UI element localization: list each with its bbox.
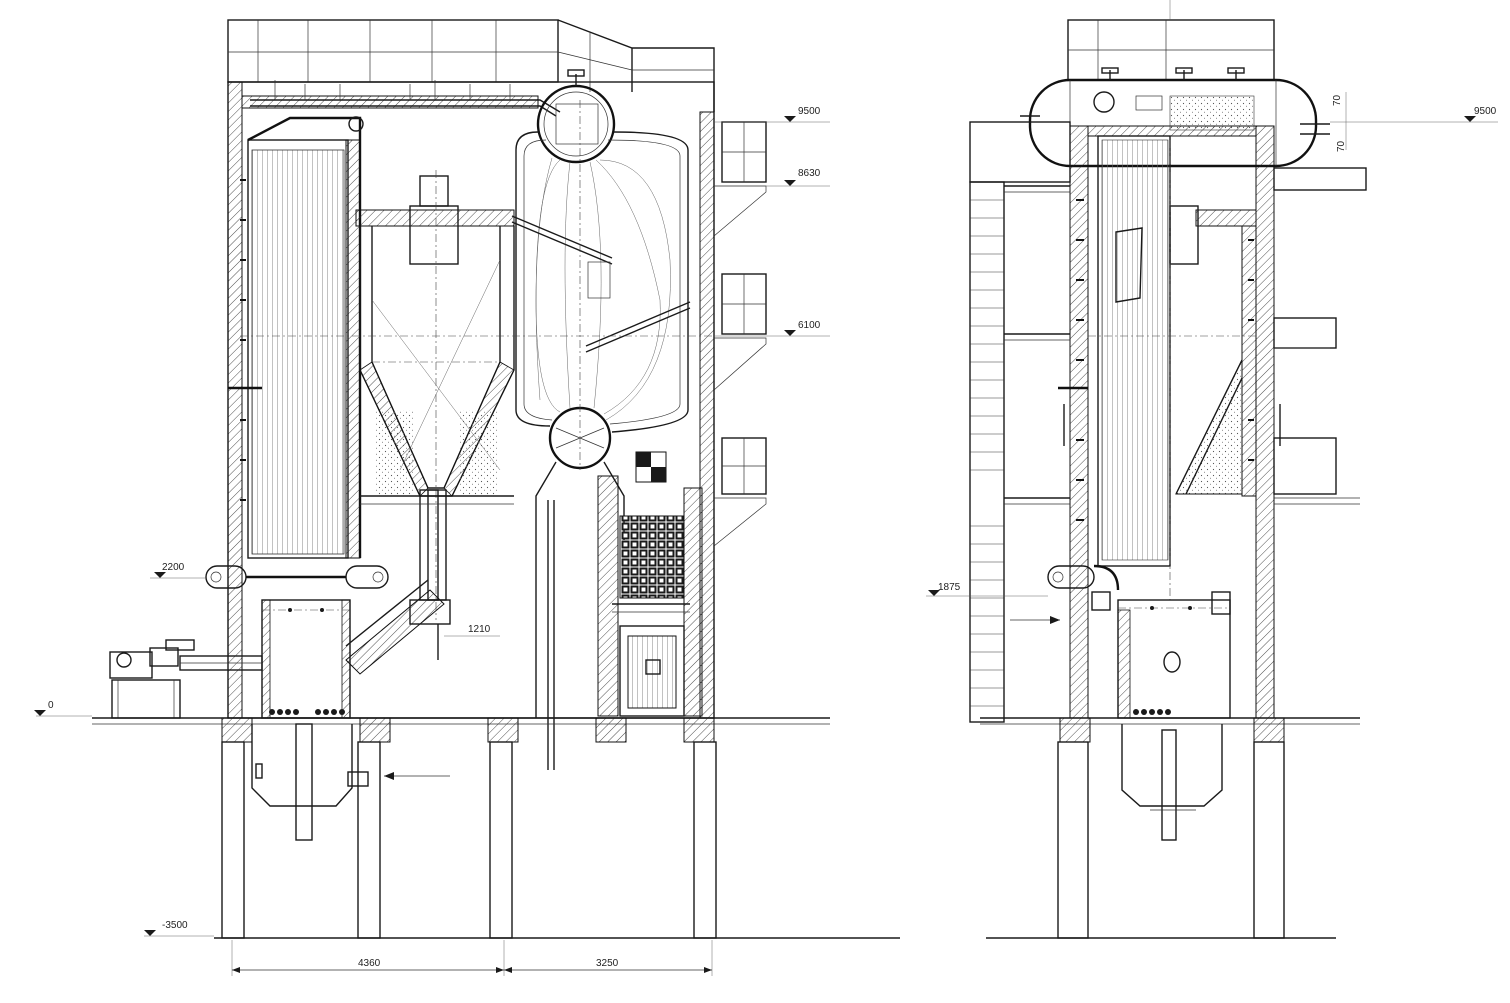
elevation-label: 6100 bbox=[798, 320, 821, 331]
drum-and-convection-bank bbox=[240, 69, 714, 770]
checker-marker bbox=[635, 451, 667, 483]
local-dimension-label: 1210 bbox=[468, 624, 491, 635]
right-furnace-column bbox=[1058, 95, 1281, 719]
dimension-label: 3250 bbox=[596, 958, 619, 969]
left-elevation-view: 9500 8630 6100 2200 0 -3500 1210 bbox=[34, 19, 900, 976]
elevation-label: 9500 bbox=[1474, 106, 1497, 117]
cyclone-separator bbox=[355, 170, 515, 620]
elevation-label: 1875 bbox=[938, 582, 961, 593]
right-elevation-marks: 9500 1875 70 70 bbox=[926, 92, 1498, 597]
right-wall-studs bbox=[1076, 199, 1254, 521]
elevation-label: 0 bbox=[48, 700, 54, 711]
right-foundations bbox=[980, 717, 1360, 939]
left-elevation-marks: 9500 8630 6100 2200 0 -3500 1210 bbox=[34, 106, 830, 937]
small-dimension-label: 70 bbox=[1332, 94, 1343, 106]
bed-nozzles bbox=[269, 709, 345, 715]
left-furnace-casing bbox=[227, 80, 715, 719]
left-bed-and-feeder bbox=[109, 565, 451, 719]
right-stair-and-platforms bbox=[969, 121, 1367, 723]
economizer-column bbox=[597, 475, 703, 717]
elevation-label: 9500 bbox=[798, 106, 821, 117]
dimension-label: 4360 bbox=[358, 958, 381, 969]
elevation-label: -3500 bbox=[162, 920, 188, 931]
elevation-label: 8630 bbox=[798, 168, 821, 179]
elevation-label: 2200 bbox=[162, 562, 185, 573]
small-dimension-label: 70 bbox=[1336, 140, 1347, 152]
left-wall-studs bbox=[240, 179, 246, 501]
right-bed-section bbox=[1010, 564, 1231, 719]
left-foundations bbox=[92, 717, 900, 939]
right-elevation-view: 9500 1875 70 70 bbox=[926, 0, 1498, 939]
left-dimension-line: 4360 3250 bbox=[231, 940, 713, 976]
right-bed-nozzles bbox=[1133, 709, 1171, 715]
left-platforms bbox=[713, 121, 767, 547]
